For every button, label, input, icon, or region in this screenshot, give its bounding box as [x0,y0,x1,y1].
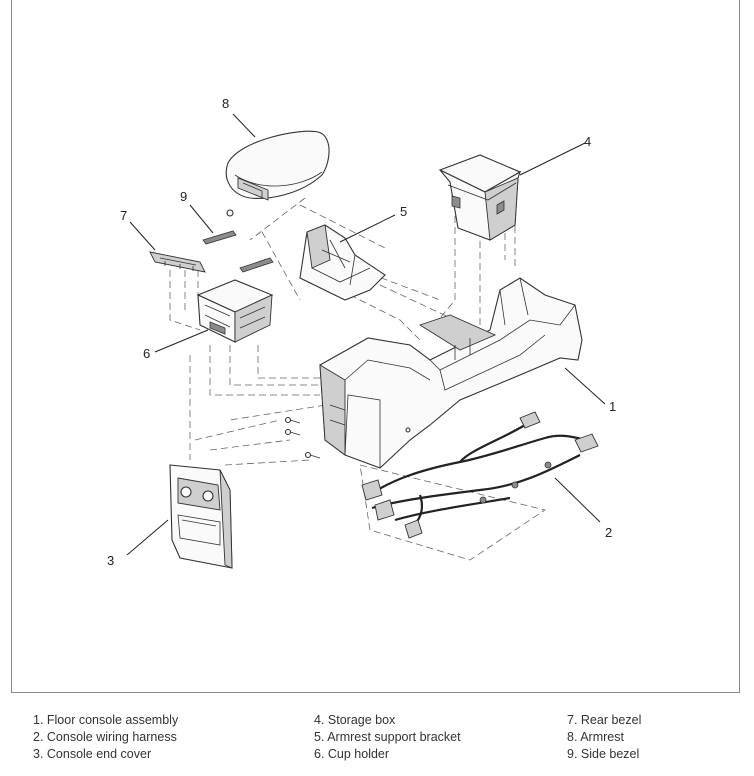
part-console-wiring-harness [361,411,599,539]
part-floor-console-assembly [319,277,583,469]
legend-item-armrest: 8. Armrest [567,730,624,744]
part-cup-holder [196,279,274,343]
callout-8: 8 [222,96,229,111]
part-armrest-support-bracket [299,224,386,301]
part-storage-box [438,154,522,241]
callout-5: 5 [400,204,407,219]
part-side-bezels [202,230,274,273]
exploded-parts-diagram: 8 4 5 7 9 6 1 2 3 [107,96,616,569]
legend-item-console-end-cover: 3. Console end cover [33,747,152,761]
callout-9: 9 [180,189,187,204]
legend-column-1: 1. Floor console assembly 2. Console wir… [33,712,178,763]
callout-7: 7 [120,208,127,223]
callout-3: 3 [107,553,114,568]
callout-1: 1 [609,399,616,414]
part-screws [284,416,321,459]
legend-column-3: 7. Rear bezel 8. Armrest 9. Side bezel [567,712,641,763]
part-console-end-cover [169,464,233,569]
legend-column-2: 4. Storage box 5. Armrest support bracke… [314,712,461,763]
callout-6: 6 [143,346,150,361]
legend-item-side-bezel: 9. Side bezel [567,747,640,761]
callout-numbers: 8 4 5 7 9 6 1 2 3 [107,96,616,568]
callout-leaders [126,113,606,556]
part-armrest [225,130,330,217]
legend-item-storage-box: 4. Storage box [314,713,396,727]
diagram-frame [11,0,740,693]
legend-item-rear-bezel: 7. Rear bezel [567,713,642,727]
callout-2: 2 [605,525,612,540]
part-rear-bezel [149,251,206,273]
assembly-guide-lines [169,197,546,561]
legend-item-cup-holder: 6. Cup holder [314,747,390,761]
parts-legend: 1. Floor console assembly 2. Console wir… [0,712,754,776]
legend-item-armrest-support-bracket: 5. Armrest support bracket [314,730,461,744]
legend-item-console-wiring-harness: 2. Console wiring harness [33,730,177,744]
legend-item-floor-console-assembly: 1. Floor console assembly [33,713,179,727]
callout-4: 4 [584,134,591,149]
